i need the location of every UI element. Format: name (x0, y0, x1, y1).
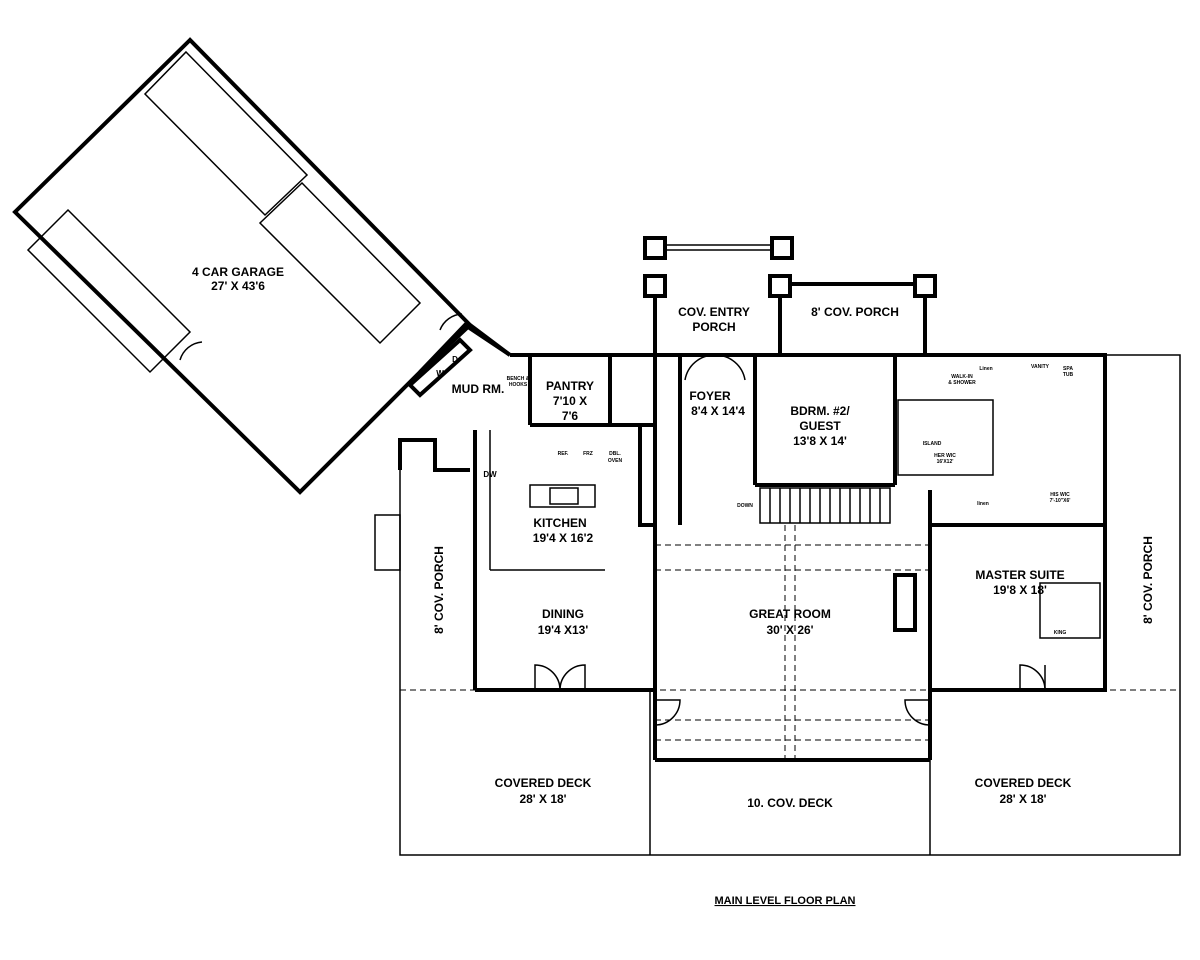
washer-label: W (436, 369, 444, 378)
great-room-size: 30' X 26' (766, 623, 813, 637)
entry-porch-label-2: PORCH (692, 320, 735, 334)
pantry-size-2: 7'6 (562, 409, 579, 423)
left-porch-label: 8' COV. PORCH (432, 546, 446, 634)
house-walls (398, 353, 1107, 762)
left-deck-size: 28' X 18' (519, 792, 566, 806)
tub-label: TUB (1063, 372, 1074, 378)
right-porch-label: 8' COV. PORCH (1141, 536, 1155, 624)
right-deck-size: 28' X 18' (999, 792, 1046, 806)
beams (655, 525, 930, 760)
her-wic-label: HER WIC (934, 453, 956, 459)
bench-label: BENCH & (507, 376, 530, 382)
cooktop-icon (549, 487, 579, 505)
right-deck-label: COVERED DECK (975, 776, 1072, 790)
porches (374, 354, 1181, 856)
kitchen-island (529, 484, 596, 508)
entry-porch-columns (643, 236, 937, 355)
left-deck-label: COVERED DECK (495, 776, 592, 790)
pantry-label: PANTRY (546, 379, 594, 393)
island-label: ISLAND (923, 441, 942, 447)
great-room-label: GREAT ROOM (749, 607, 831, 621)
king-bed (1039, 582, 1101, 639)
dryer-label: D (452, 355, 458, 364)
fireplace (893, 573, 917, 632)
mud-room-label: MUD RM. (452, 382, 505, 396)
walkin-label: WALK-IN (951, 374, 973, 380)
bedroom2-label: BDRM. #2/ (790, 404, 850, 418)
bedroom2-label-2: GUEST (799, 419, 841, 433)
kitchen-label: KITCHEN (533, 516, 586, 530)
foyer-size: 8'4 X 14'4 (691, 404, 745, 418)
dw-label: DW (483, 470, 497, 479)
laundry-counter (407, 337, 473, 398)
middle-deck-label: 10. COV. DECK (747, 796, 833, 810)
her-wic-size: 16'X12' (937, 459, 954, 465)
hooks-label: HOOKS (509, 382, 528, 388)
linen2-label: linen (977, 501, 989, 507)
plan-title: MAIN LEVEL FLOOR PLAN (715, 895, 856, 907)
shower-label: & SHOWER (948, 380, 976, 386)
garage (12, 37, 512, 495)
pantry-size: 7'10 X (553, 394, 587, 408)
his-wic-label: HIS WIC (1050, 492, 1070, 498)
linen-label: Linen (979, 366, 992, 372)
foyer-label: FOYER (689, 389, 731, 403)
bedroom2-size: 13'8 X 14' (793, 434, 847, 448)
garage-label: 4 CAR GARAGE (192, 265, 284, 279)
down-label: DOWN (737, 503, 753, 509)
vanity-label: VANITY (1031, 364, 1050, 370)
his-wic-size: 7'-10"X6' (1050, 498, 1071, 504)
oven-label: OVEN (608, 458, 623, 464)
master-suite-size: 19'8 X 18' (993, 583, 1047, 597)
dining-label: DINING (542, 607, 584, 621)
stairs (759, 487, 891, 524)
master-suite-label: MASTER SUITE (975, 568, 1064, 582)
doors (534, 354, 1046, 726)
king-label: KING (1054, 630, 1067, 636)
dbl-label: DBL. (609, 451, 621, 457)
garage-size: 27' X 43'6 (211, 279, 265, 293)
kitchen-size: 19'4 X 16'2 (533, 531, 594, 545)
ref-label: REF. (558, 451, 569, 457)
frz-label: FRZ (583, 451, 593, 457)
dining-size: 19'4 X13' (538, 623, 589, 637)
top-porch-label: 8' COV. PORCH (811, 305, 899, 319)
entry-porch-label: COV. ENTRY (678, 305, 750, 319)
spa-label: SPA (1063, 366, 1073, 372)
